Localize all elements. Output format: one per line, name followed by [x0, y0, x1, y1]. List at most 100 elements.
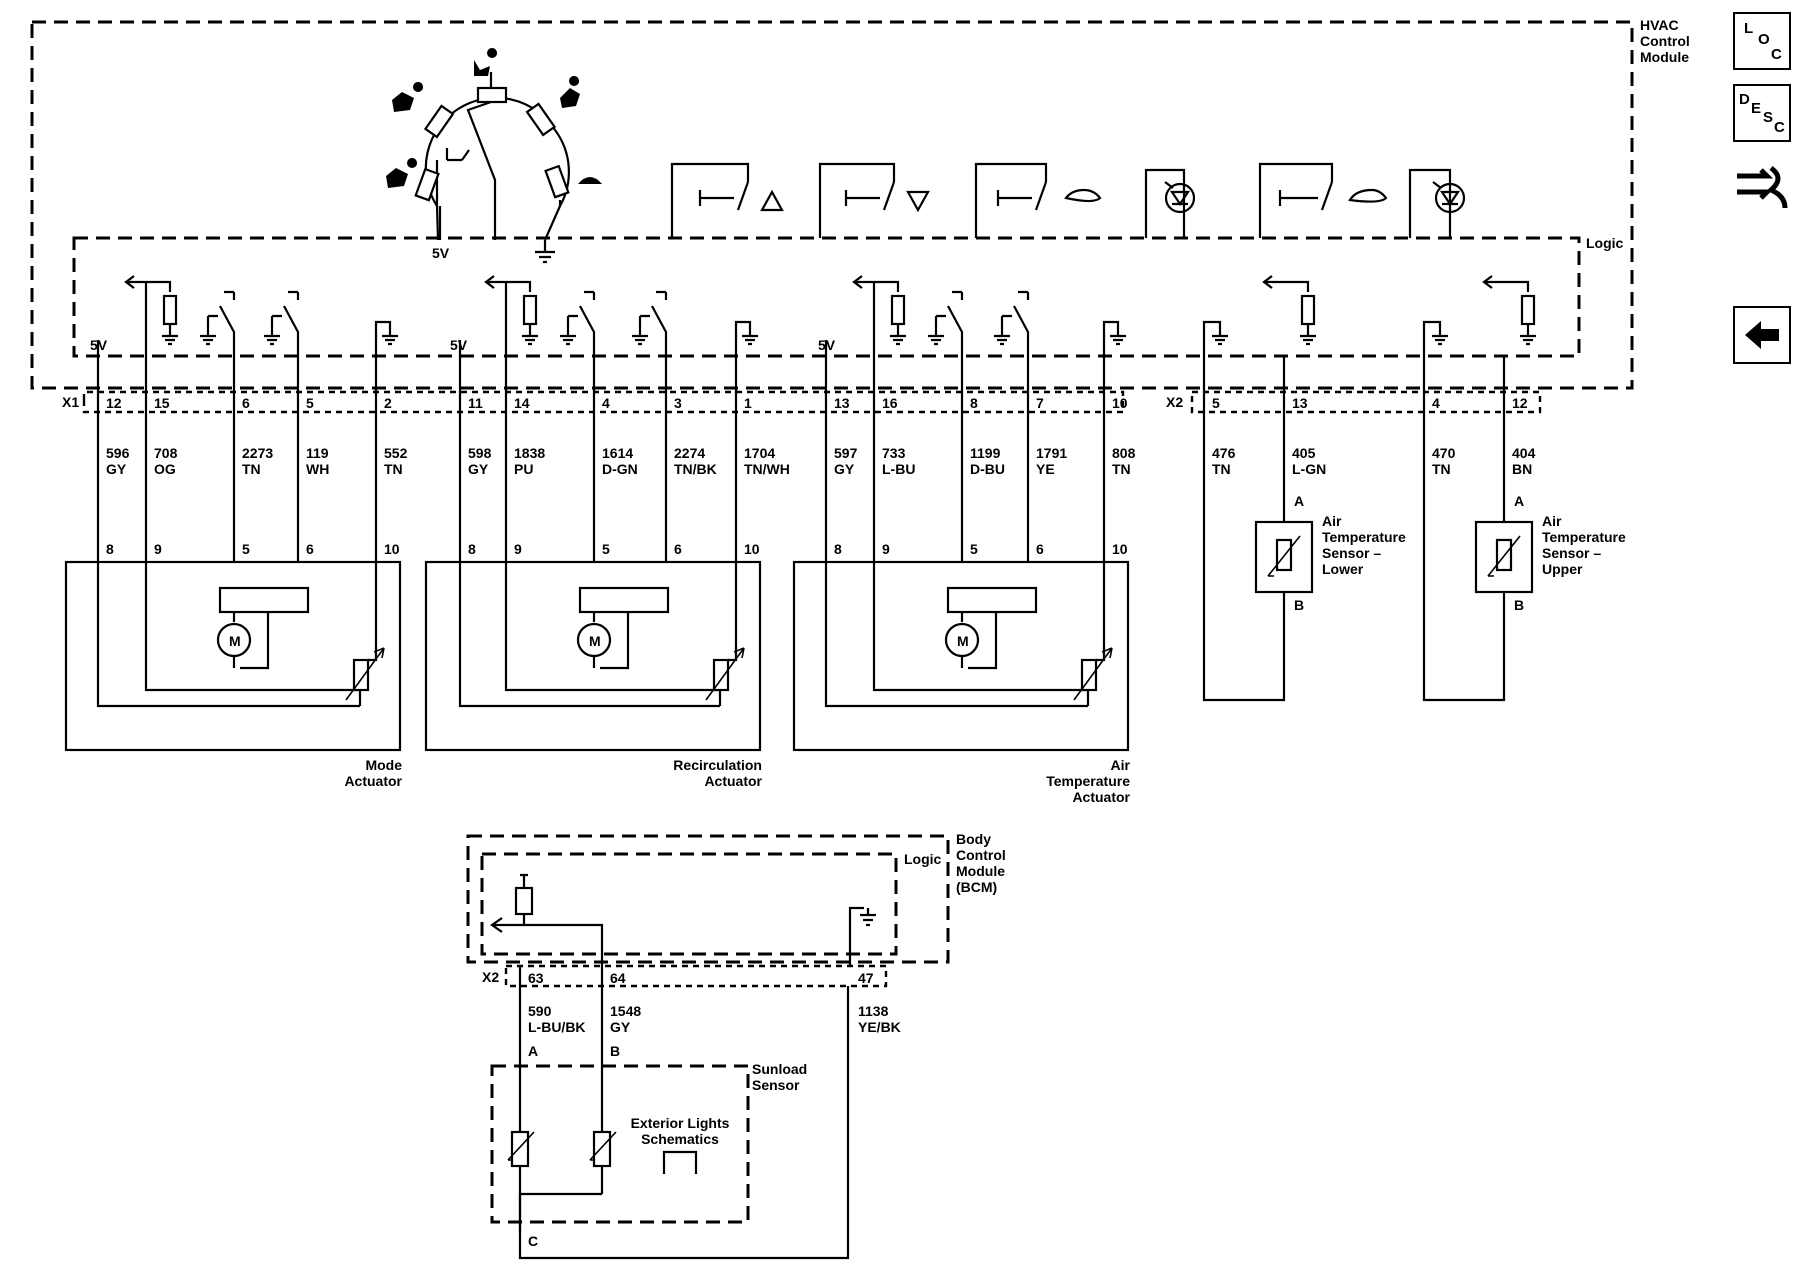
connector-view-button[interactable]: [1733, 158, 1791, 216]
circuit-number: 1838: [514, 445, 545, 461]
loc-letter-l: L: [1744, 20, 1754, 37]
actuator-pin: 5: [242, 541, 250, 557]
actuator-pin: 9: [882, 541, 890, 557]
airflow-mode-icons: [386, 48, 602, 188]
circuit-number: 1704: [744, 445, 775, 461]
circuit-color: L-GN: [1292, 461, 1326, 477]
description-button[interactable]: D E S C: [1733, 84, 1791, 142]
circuit-color: TN: [1112, 461, 1131, 477]
circuit-color: GY: [106, 461, 127, 477]
switch-boxes: [670, 162, 1466, 238]
sensor-pin-a: A: [1514, 493, 1524, 509]
actuator-pin: 8: [834, 541, 842, 557]
x2-pin-5: 5: [1212, 395, 1220, 411]
circuit-number: 404: [1512, 445, 1536, 461]
bcm-pin: 63: [528, 970, 544, 986]
bcm-pin: 47: [858, 970, 874, 986]
loc-letter-o: O: [1758, 31, 1770, 48]
five-volt-label-2: 5V: [818, 337, 836, 353]
desc-letter-d: D: [1739, 91, 1750, 108]
circuit-number: 598: [468, 445, 492, 461]
circuit-color: WH: [306, 461, 329, 477]
actuator-pin: 10: [384, 541, 400, 557]
back-arrow-icon: [1745, 321, 1779, 349]
motor-label: M: [229, 633, 241, 649]
x1-pin-8: 8: [970, 395, 978, 411]
x1-pin-15: 15: [154, 395, 170, 411]
bcm-x2-connector-label: X2: [482, 969, 499, 985]
circuit-number: 470: [1432, 445, 1456, 461]
bcm-circuit-number: 590: [528, 1003, 552, 1019]
actuator-pin: 9: [514, 541, 522, 557]
x1-pin-13: 13: [834, 395, 850, 411]
circuit-color: TN/BK: [674, 461, 717, 477]
x1-pin-2: 2: [384, 395, 392, 411]
bcm-resistor-pullup: [520, 873, 528, 888]
hvac-logic-outline: [72, 236, 1581, 358]
actuator-pin: 6: [306, 541, 314, 557]
sunload-pin-a: A: [528, 1043, 538, 1059]
bcm-logic-outline: [480, 852, 898, 956]
x1-pin-6: 6: [242, 395, 250, 411]
circuit-number: 405: [1292, 445, 1316, 461]
desc-letter-s: S: [1763, 109, 1774, 126]
x1-pin-1: 1: [744, 395, 752, 411]
sensor-pin-b: B: [1294, 597, 1304, 613]
bcm-pin: 64: [610, 970, 626, 986]
circuit-color: TN: [1212, 461, 1231, 477]
circuit-number: 2274: [674, 445, 705, 461]
circuit-color: TN: [1432, 461, 1451, 477]
circuit-color: BN: [1512, 461, 1532, 477]
circuit-number: 733: [882, 445, 906, 461]
circuit-number: 708: [154, 445, 178, 461]
location-button[interactable]: L O C: [1733, 12, 1791, 70]
circuit-number: 476: [1212, 445, 1236, 461]
hvac-logic-label: Logic: [1586, 235, 1624, 251]
sensor-pin-a: A: [1294, 493, 1304, 509]
motor-label: M: [957, 633, 969, 649]
sunload-pin-b: B: [610, 1043, 620, 1059]
mode-switch-network: [414, 72, 570, 264]
desc-letter-c: C: [1774, 119, 1785, 136]
bcm-connector-strip: [504, 964, 888, 988]
circuit-number: 597: [834, 445, 858, 461]
circuit-color: TN/WH: [744, 461, 790, 477]
x1-pin-7: 7: [1036, 395, 1044, 411]
circuit-color: TN: [384, 461, 403, 477]
back-button[interactable]: [1733, 306, 1791, 364]
circuit-color: TN: [242, 461, 261, 477]
x1-connector-strip: [82, 390, 1125, 414]
x2-pin-4: 4: [1432, 395, 1440, 411]
sensor-pin-b: B: [1514, 597, 1524, 613]
x1-pin-10: 10: [1112, 395, 1128, 411]
x1-pin-12: 12: [106, 395, 122, 411]
circuit-color: YE: [1036, 461, 1055, 477]
x1-pin-11: 11: [468, 395, 483, 411]
circuit-color: PU: [514, 461, 533, 477]
five-volt-label-1: 5V: [450, 337, 468, 353]
bcm-circuit-color: L-BU/BK: [528, 1019, 586, 1035]
circuit-color: D-BU: [970, 461, 1005, 477]
actuator-pin: 9: [154, 541, 162, 557]
upper-sensor-loop: [1422, 356, 1506, 702]
x1-pin-16: 16: [882, 395, 898, 411]
circuit-color: D-GN: [602, 461, 638, 477]
x1-pin-14: 14: [514, 395, 530, 411]
circuit-number: 552: [384, 445, 408, 461]
actuator-pin: 10: [1112, 541, 1128, 557]
bcm-circuit-color: YE/BK: [858, 1019, 901, 1035]
lower-sensor-loop: [1202, 356, 1286, 702]
circuit-number: 2273: [242, 445, 273, 461]
five-volt-label-3: 5V: [432, 245, 450, 261]
circuit-number: 119: [306, 445, 329, 461]
actuator-pin: 8: [468, 541, 476, 557]
